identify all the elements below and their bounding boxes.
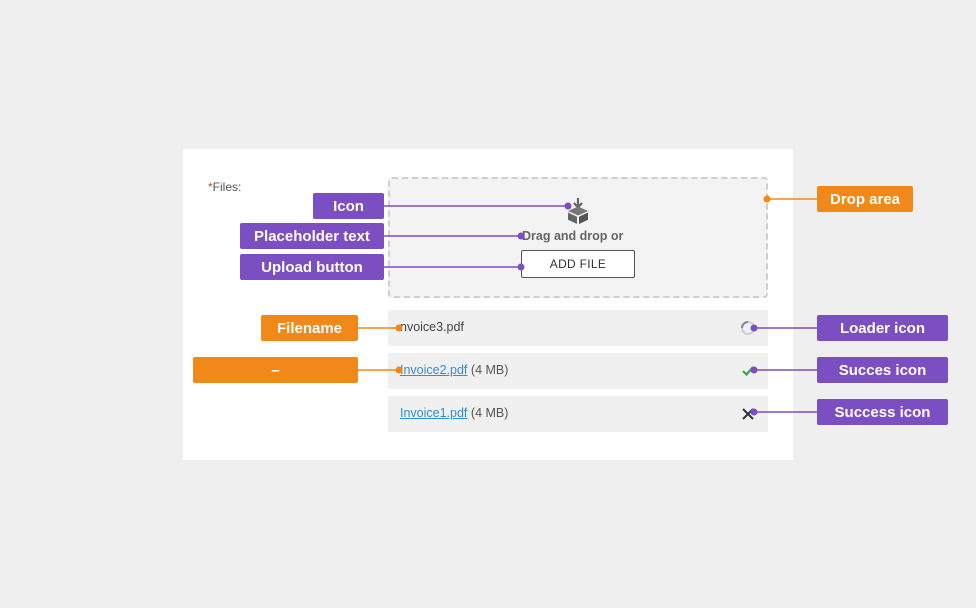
file-size: (4 MB) xyxy=(470,406,509,420)
callout-succes-icon: Succes icon xyxy=(817,357,948,383)
file-name-text: Invoice1.pdf (4 MB) xyxy=(400,406,508,420)
callout-filename: Filename xyxy=(261,315,358,341)
placeholder-text: Drag and drop or xyxy=(522,229,624,243)
callout-dash: – xyxy=(193,357,358,383)
callout-placeholder-text: Placeholder text xyxy=(240,223,384,249)
checkmark-icon xyxy=(742,366,754,377)
box-download-icon xyxy=(568,198,588,224)
loader-icon xyxy=(741,321,755,335)
callout-loader-icon: Loader icon xyxy=(817,315,948,341)
close-icon[interactable] xyxy=(740,406,756,422)
file-row: nvoice3.pdf xyxy=(388,310,768,346)
callout-drop-area: Drop area xyxy=(817,186,913,212)
files-label-text: Files: xyxy=(212,180,242,194)
file-name-text: nvoice3.pdf xyxy=(400,320,464,334)
file-size: (4 MB) xyxy=(470,363,509,377)
file-name-text: Invoice2.pdf (4 MB) xyxy=(400,363,508,377)
add-file-button[interactable]: ADD FILE xyxy=(521,250,635,278)
file-link[interactable]: Invoice1.pdf xyxy=(400,406,468,420)
required-marker: * xyxy=(208,180,213,194)
callout-success-icon: Success icon xyxy=(817,399,948,425)
file-row: Invoice1.pdf (4 MB) xyxy=(388,396,768,432)
callout-icon: Icon xyxy=(313,193,384,219)
file-row: Invoice2.pdf (4 MB) xyxy=(388,353,768,389)
callout-upload-button: Upload button xyxy=(240,254,384,280)
file-link[interactable]: Invoice2.pdf xyxy=(400,363,468,377)
files-field-label: *Files: xyxy=(208,180,241,194)
file-name: nvoice3.pdf xyxy=(400,320,464,334)
